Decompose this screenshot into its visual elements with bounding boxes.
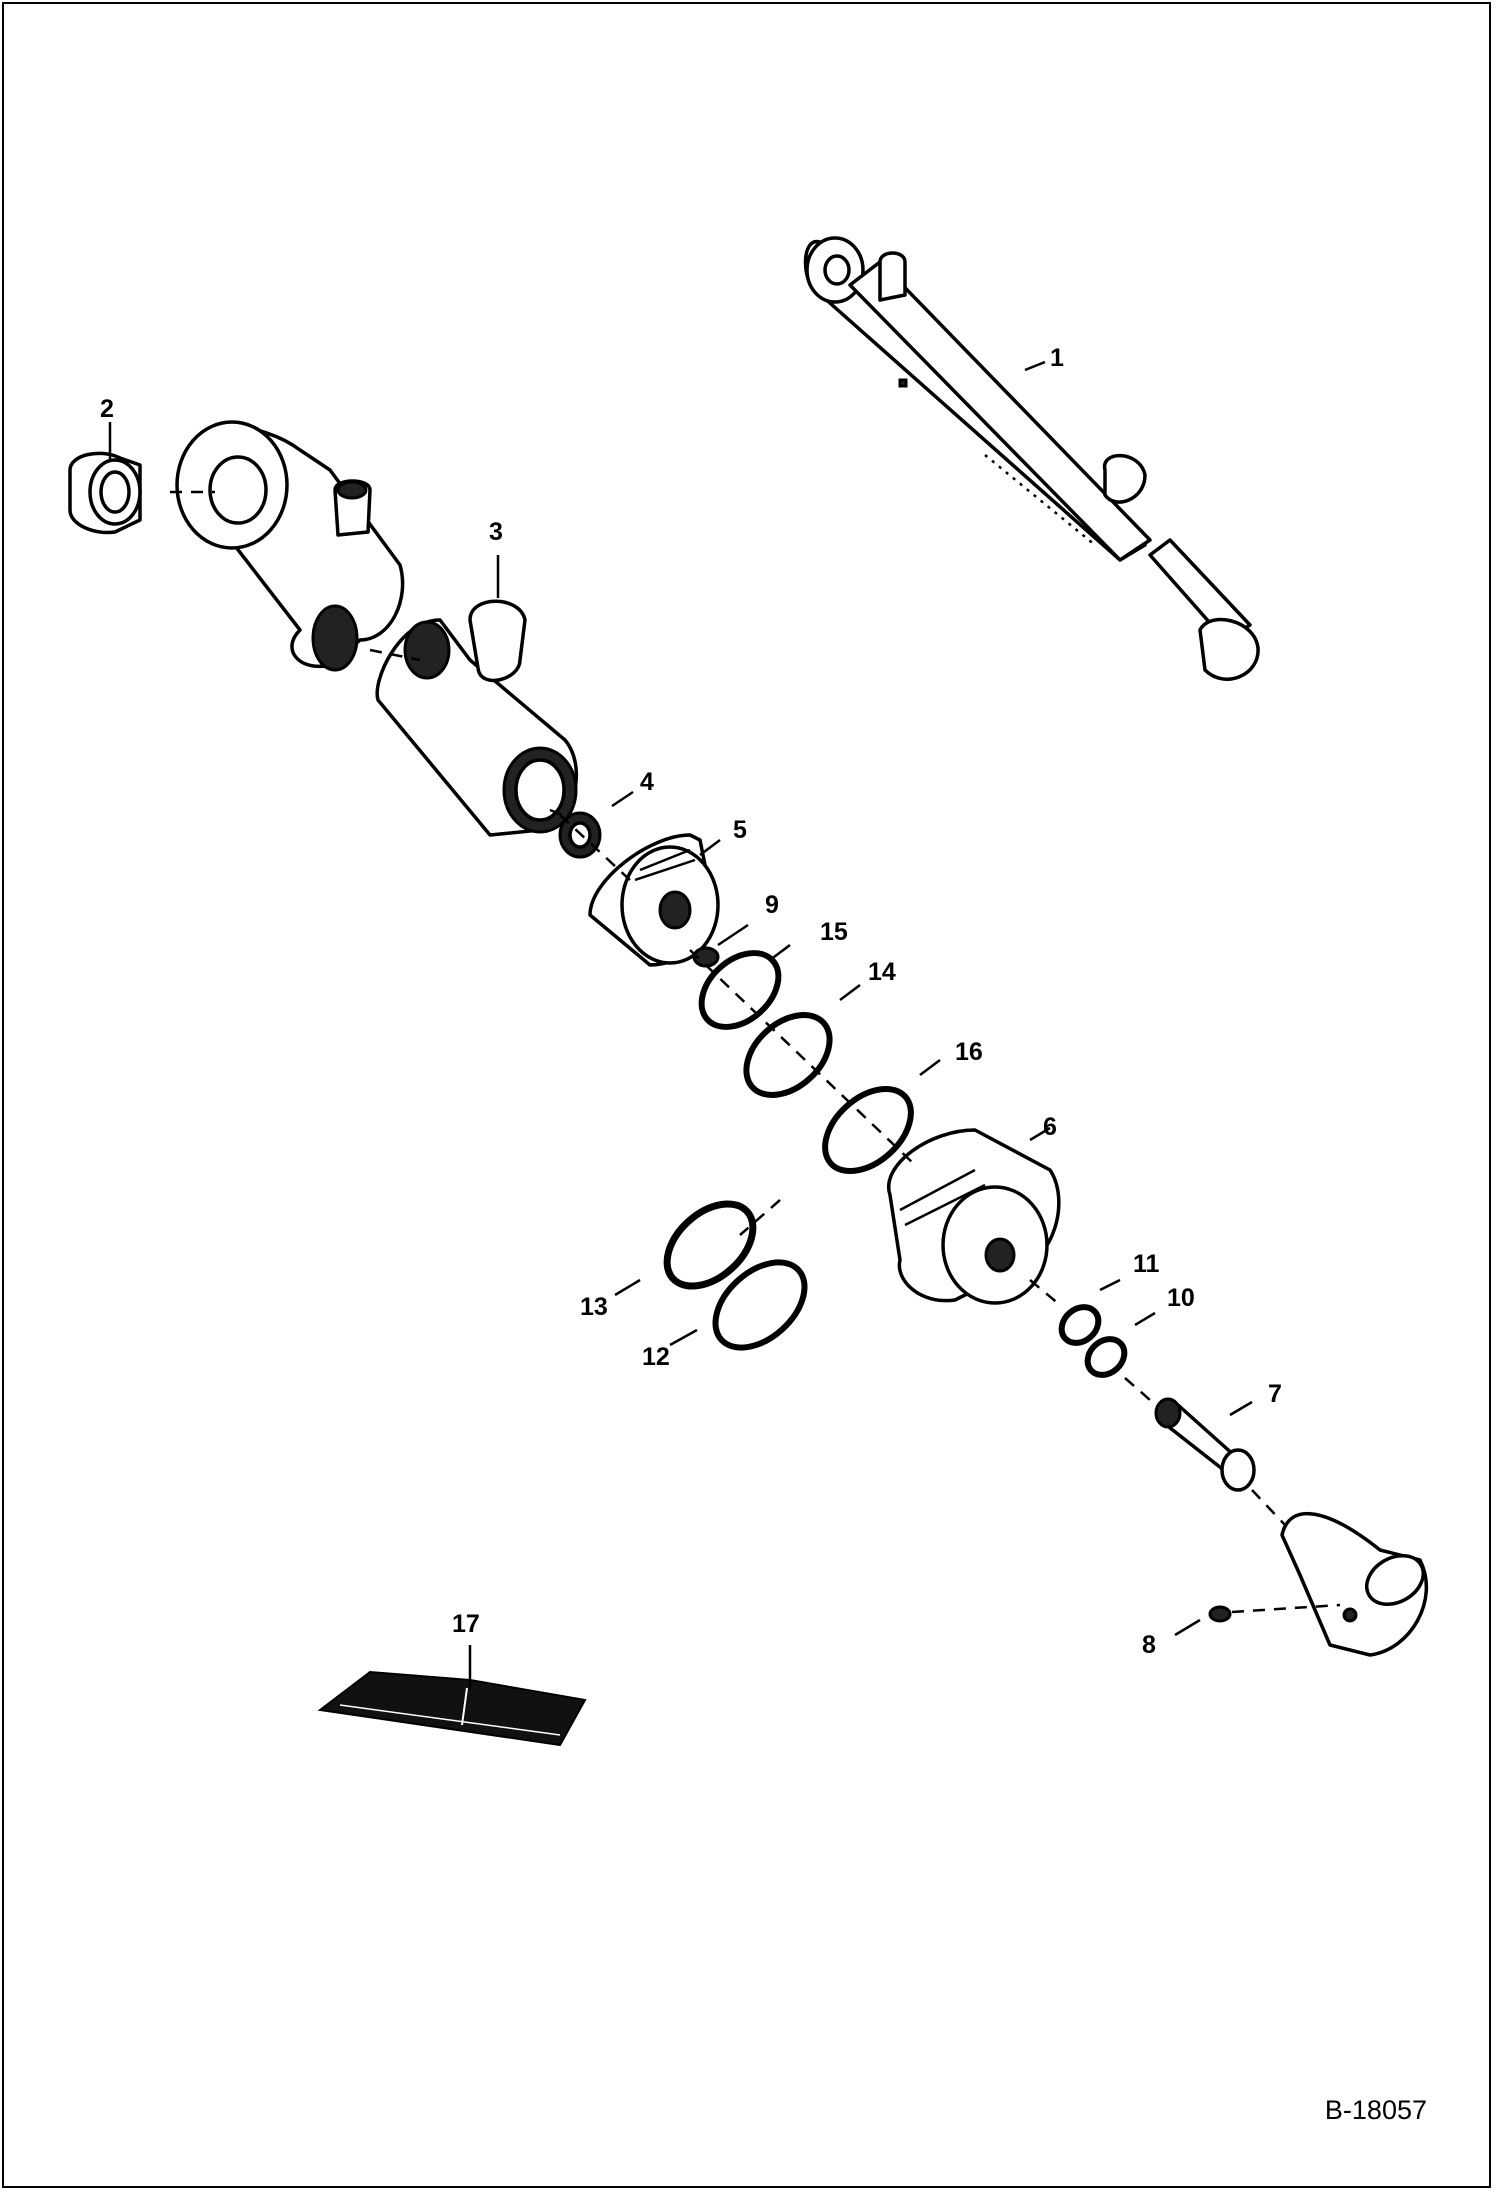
callout-7: 7 [1268,1380,1282,1408]
rod-end-eye [1280,1511,1428,1657]
part-17-decal [317,1670,587,1747]
assembly-centerlines [559,814,1341,1614]
callout-labels: 1 2 3 4 5 6 7 8 9 10 11 12 13 14 15 16 1… [100,344,1282,1659]
callout-4: 4 [640,768,654,796]
part-2-bushing [68,451,142,535]
part-12-ring [712,1259,808,1351]
part-15-seal [698,950,782,1030]
callout-6: 6 [1043,1113,1057,1141]
part-6-gland [886,1128,1061,1305]
leader-lines [108,360,1253,1690]
part-1-cylinder-assembly [803,236,1260,681]
callout-14: 14 [868,958,896,986]
callout-10: 10 [1167,1284,1195,1312]
callout-16: 16 [955,1038,983,1066]
callout-1: 1 [1050,344,1064,372]
part-14-ring [743,1012,833,1098]
callout-17: 17 [452,1610,480,1638]
callout-13: 13 [580,1293,608,1321]
part-16-ring [822,1085,914,1175]
part-7-rod [1154,1397,1256,1492]
cylinder-barrel [170,420,405,672]
callout-9: 9 [765,891,779,919]
callout-12: 12 [642,1343,670,1371]
callout-2: 2 [100,395,114,423]
callout-5: 5 [733,816,747,844]
part-11-ring [1058,1304,1102,1346]
callout-11: 11 [1133,1250,1160,1278]
part-3-cylinder-head [369,599,579,837]
drawing-number: B-18057 [1324,2095,1427,2125]
callout-15: 15 [820,918,848,946]
callout-8: 8 [1142,1631,1156,1659]
callout-3: 3 [489,518,503,546]
part-8-grease-fitting [1208,1605,1232,1623]
part-13-ring [663,1200,757,1290]
part-10-ring [1084,1336,1128,1378]
part-5-piston [588,833,720,967]
